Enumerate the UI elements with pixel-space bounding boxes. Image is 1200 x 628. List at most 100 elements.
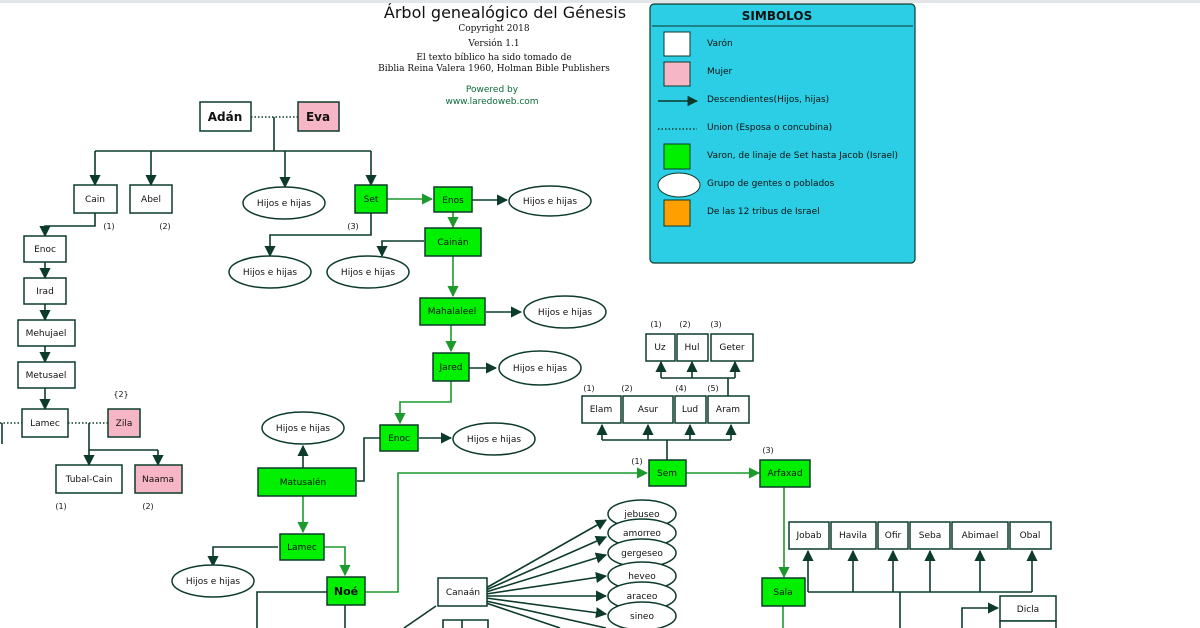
node-jared[interactable]: Jared xyxy=(439,363,463,373)
node-noe[interactable]: Noé xyxy=(334,585,358,598)
node-cainan[interactable]: Cainán xyxy=(437,238,468,248)
node-jobab[interactable]: Jobab xyxy=(795,531,821,541)
node-ofir[interactable]: Ofir xyxy=(885,531,902,541)
lineage-connectors xyxy=(297,193,790,628)
mark-zila: {2} xyxy=(113,390,128,399)
node-labels: Adán Eva Cain Abel Enoc Irad Mehujael Me… xyxy=(26,110,1041,615)
mark-aram: (5) xyxy=(707,384,718,393)
mark-lud: (4) xyxy=(675,384,686,393)
node-geter[interactable]: Geter xyxy=(719,343,745,353)
legend-female-label: Mujer xyxy=(707,67,733,77)
node-irad[interactable]: Irad xyxy=(36,287,54,297)
group-hijos-b[interactable]: Hijos e hijas xyxy=(341,268,395,278)
legend-male-label: Varón xyxy=(707,38,733,49)
group-hijos-a[interactable]: Hijos e hijas xyxy=(243,268,297,278)
group-heveo[interactable]: heveo xyxy=(628,572,656,582)
node-enoc-cain[interactable]: Enoc xyxy=(34,245,56,255)
node-lamec-cain[interactable]: Lamec xyxy=(30,419,60,429)
node-mahalaleel[interactable]: Mahalaleel xyxy=(428,307,477,317)
node-abimael[interactable]: Abimael xyxy=(962,531,999,541)
node-lud[interactable]: Lud xyxy=(682,405,698,415)
node-dicla[interactable]: Dicla xyxy=(1017,605,1039,615)
legend-background xyxy=(649,3,916,264)
group-hijos-set[interactable]: Hijos e hijas xyxy=(257,199,311,209)
legend-tribe-label: De las 12 tribus de Israel xyxy=(707,207,820,217)
node-set[interactable]: Set xyxy=(364,195,379,205)
source-line-2: Biblia Reina Valera 1960, Holman Bible P… xyxy=(378,64,610,74)
group-labels: Hijos e hijas Hijos e hijas Hijos e hija… xyxy=(186,197,663,622)
node-arfaxad[interactable]: Arfaxad xyxy=(767,469,802,479)
node-matusalen[interactable]: Matusalén xyxy=(280,477,326,488)
group-hijos-jared[interactable]: Hijos e hijas xyxy=(513,364,567,374)
node-zila[interactable]: Zila xyxy=(116,419,133,429)
node-asur[interactable]: Asur xyxy=(638,405,659,415)
descendant-connectors xyxy=(0,116,1038,628)
node-aram[interactable]: Aram xyxy=(716,405,740,415)
legend-union-label: Union (Esposa o concubina) xyxy=(707,123,832,133)
legend-group-label: Grupo de gentes o poblados xyxy=(707,179,835,189)
legend-panel: SIMBOLOS Varón Mujer Descendientes(Hijos… xyxy=(649,3,916,264)
node-lamec-set[interactable]: Lamec xyxy=(287,543,317,553)
order-marks: (1) (2) (3) {2} (1) (2) (1) (3) (1) (2) … xyxy=(55,222,773,511)
node-sem[interactable]: Sem xyxy=(657,469,677,479)
node-metusael[interactable]: Metusael xyxy=(26,371,67,381)
version: Versión 1.1 xyxy=(467,38,519,49)
top-border xyxy=(0,0,1200,3)
mark-geter: (3) xyxy=(710,320,721,329)
mark-set: (3) xyxy=(347,222,358,231)
legend-lineage-label: Varon, de linaje de Set hasta Jacob (Isr… xyxy=(707,151,898,161)
node-enoc-set[interactable]: Enoc xyxy=(388,434,410,444)
group-hijos-matusalen[interactable]: Hijos e hijas xyxy=(276,424,330,434)
legend-male-symbol xyxy=(663,31,691,57)
mark-hul: (2) xyxy=(679,320,690,329)
node-adan[interactable]: Adán xyxy=(208,110,243,124)
node-havila[interactable]: Havila xyxy=(839,531,867,541)
group-hijos-mahalaleel[interactable]: Hijos e hijas xyxy=(538,308,592,318)
mark-cain: (1) xyxy=(103,222,114,231)
powered-link[interactable]: www.laredoweb.com xyxy=(445,97,538,107)
node-seba[interactable]: Seba xyxy=(919,531,941,541)
header: Árbol genealógico del Génesis Copyright … xyxy=(378,3,626,107)
node-hul[interactable]: Hul xyxy=(685,343,700,353)
node-cain[interactable]: Cain xyxy=(85,195,105,205)
mark-naama: (2) xyxy=(142,502,153,511)
node-naama[interactable]: Naama xyxy=(142,475,174,485)
legend-lineage-symbol xyxy=(663,143,691,170)
node-eva[interactable]: Eva xyxy=(306,110,330,124)
legend-tribe-symbol xyxy=(663,199,691,227)
node-sala[interactable]: Sala xyxy=(773,588,792,598)
node-enos[interactable]: Enos xyxy=(442,196,464,206)
legend-female-symbol xyxy=(663,61,691,87)
group-amorreo[interactable]: amorreo xyxy=(623,529,661,539)
group-hijos-enoc[interactable]: Hijos e hijas xyxy=(467,435,521,445)
node-abel[interactable]: Abel xyxy=(141,195,161,205)
copyright: Copyright 2018 xyxy=(458,24,530,34)
group-hijos-lamec[interactable]: Hijos e hijas xyxy=(186,577,240,587)
node-uz[interactable]: Uz xyxy=(654,343,666,353)
mark-arfaxad: (3) xyxy=(762,446,773,455)
mark-uz: (1) xyxy=(650,320,661,329)
mark-abel: (2) xyxy=(159,222,170,231)
diagram-title: Árbol genealógico del Génesis xyxy=(384,3,626,22)
person-nodes xyxy=(17,101,1057,628)
legend-group-symbol xyxy=(657,172,701,198)
node-canaan[interactable]: Canaán xyxy=(446,588,480,598)
mark-tubal-cain: (1) xyxy=(55,502,66,511)
node-mehujael[interactable]: Mehujael xyxy=(26,329,67,339)
mark-sem: (1) xyxy=(631,457,642,466)
group-sineo[interactable]: sineo xyxy=(630,612,654,622)
group-nodes xyxy=(171,185,677,628)
group-araceo[interactable]: araceo xyxy=(627,592,658,602)
node-obal[interactable]: Obal xyxy=(1020,531,1041,541)
node-elam[interactable]: Elam xyxy=(590,405,612,415)
mark-elam: (1) xyxy=(583,384,594,393)
source-line-1: El texto bíblico ha sido tomado de xyxy=(416,52,571,63)
powered-label: Powered by xyxy=(466,85,519,95)
group-gergeseo[interactable]: gergeseo xyxy=(621,549,663,559)
group-jebuseo[interactable]: jebuseo xyxy=(623,510,660,520)
legend-arrow-label: Descendientes(Hijos, hijas) xyxy=(707,95,829,105)
node-tubal-cain[interactable]: Tubal-Cain xyxy=(65,475,113,485)
legend-title: SIMBOLOS xyxy=(742,9,812,23)
group-hijos-enos[interactable]: Hijos e hijas xyxy=(523,197,577,207)
